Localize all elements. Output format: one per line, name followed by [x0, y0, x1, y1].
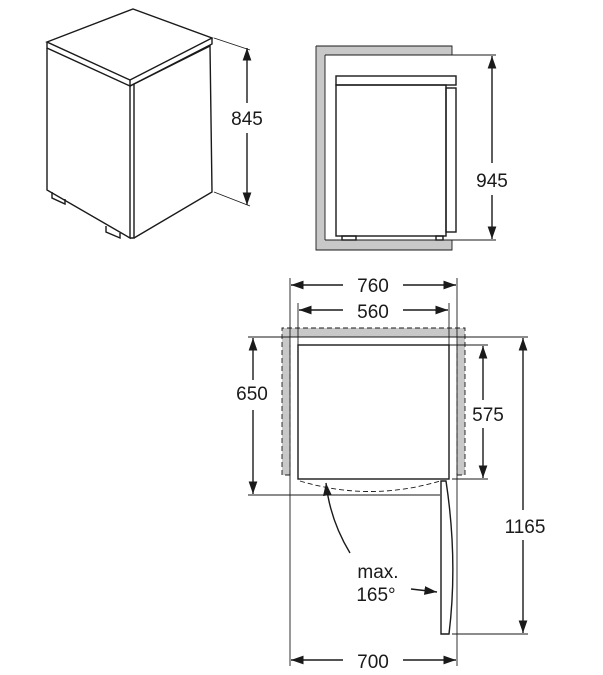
width-door-open-label: 700 — [357, 652, 389, 673]
depth-door-open-label: 1165 — [505, 517, 546, 538]
height-niche-label: 945 — [476, 171, 508, 192]
depth-appliance-label: 575 — [472, 405, 504, 426]
width-niche-label: 760 — [357, 276, 389, 297]
top-view: 760 560 650 575 1165 700 max. 165° — [236, 276, 545, 673]
door-angle-label: 165° — [356, 585, 395, 606]
isometric-view: 845 — [45, 8, 263, 240]
height-appliance-label: 845 — [231, 109, 263, 130]
width-appliance-label: 560 — [357, 302, 389, 323]
door-angle-max-label: max. — [357, 562, 398, 583]
side-view: 945 — [315, 45, 508, 251]
depth-niche-label: 650 — [236, 384, 268, 405]
